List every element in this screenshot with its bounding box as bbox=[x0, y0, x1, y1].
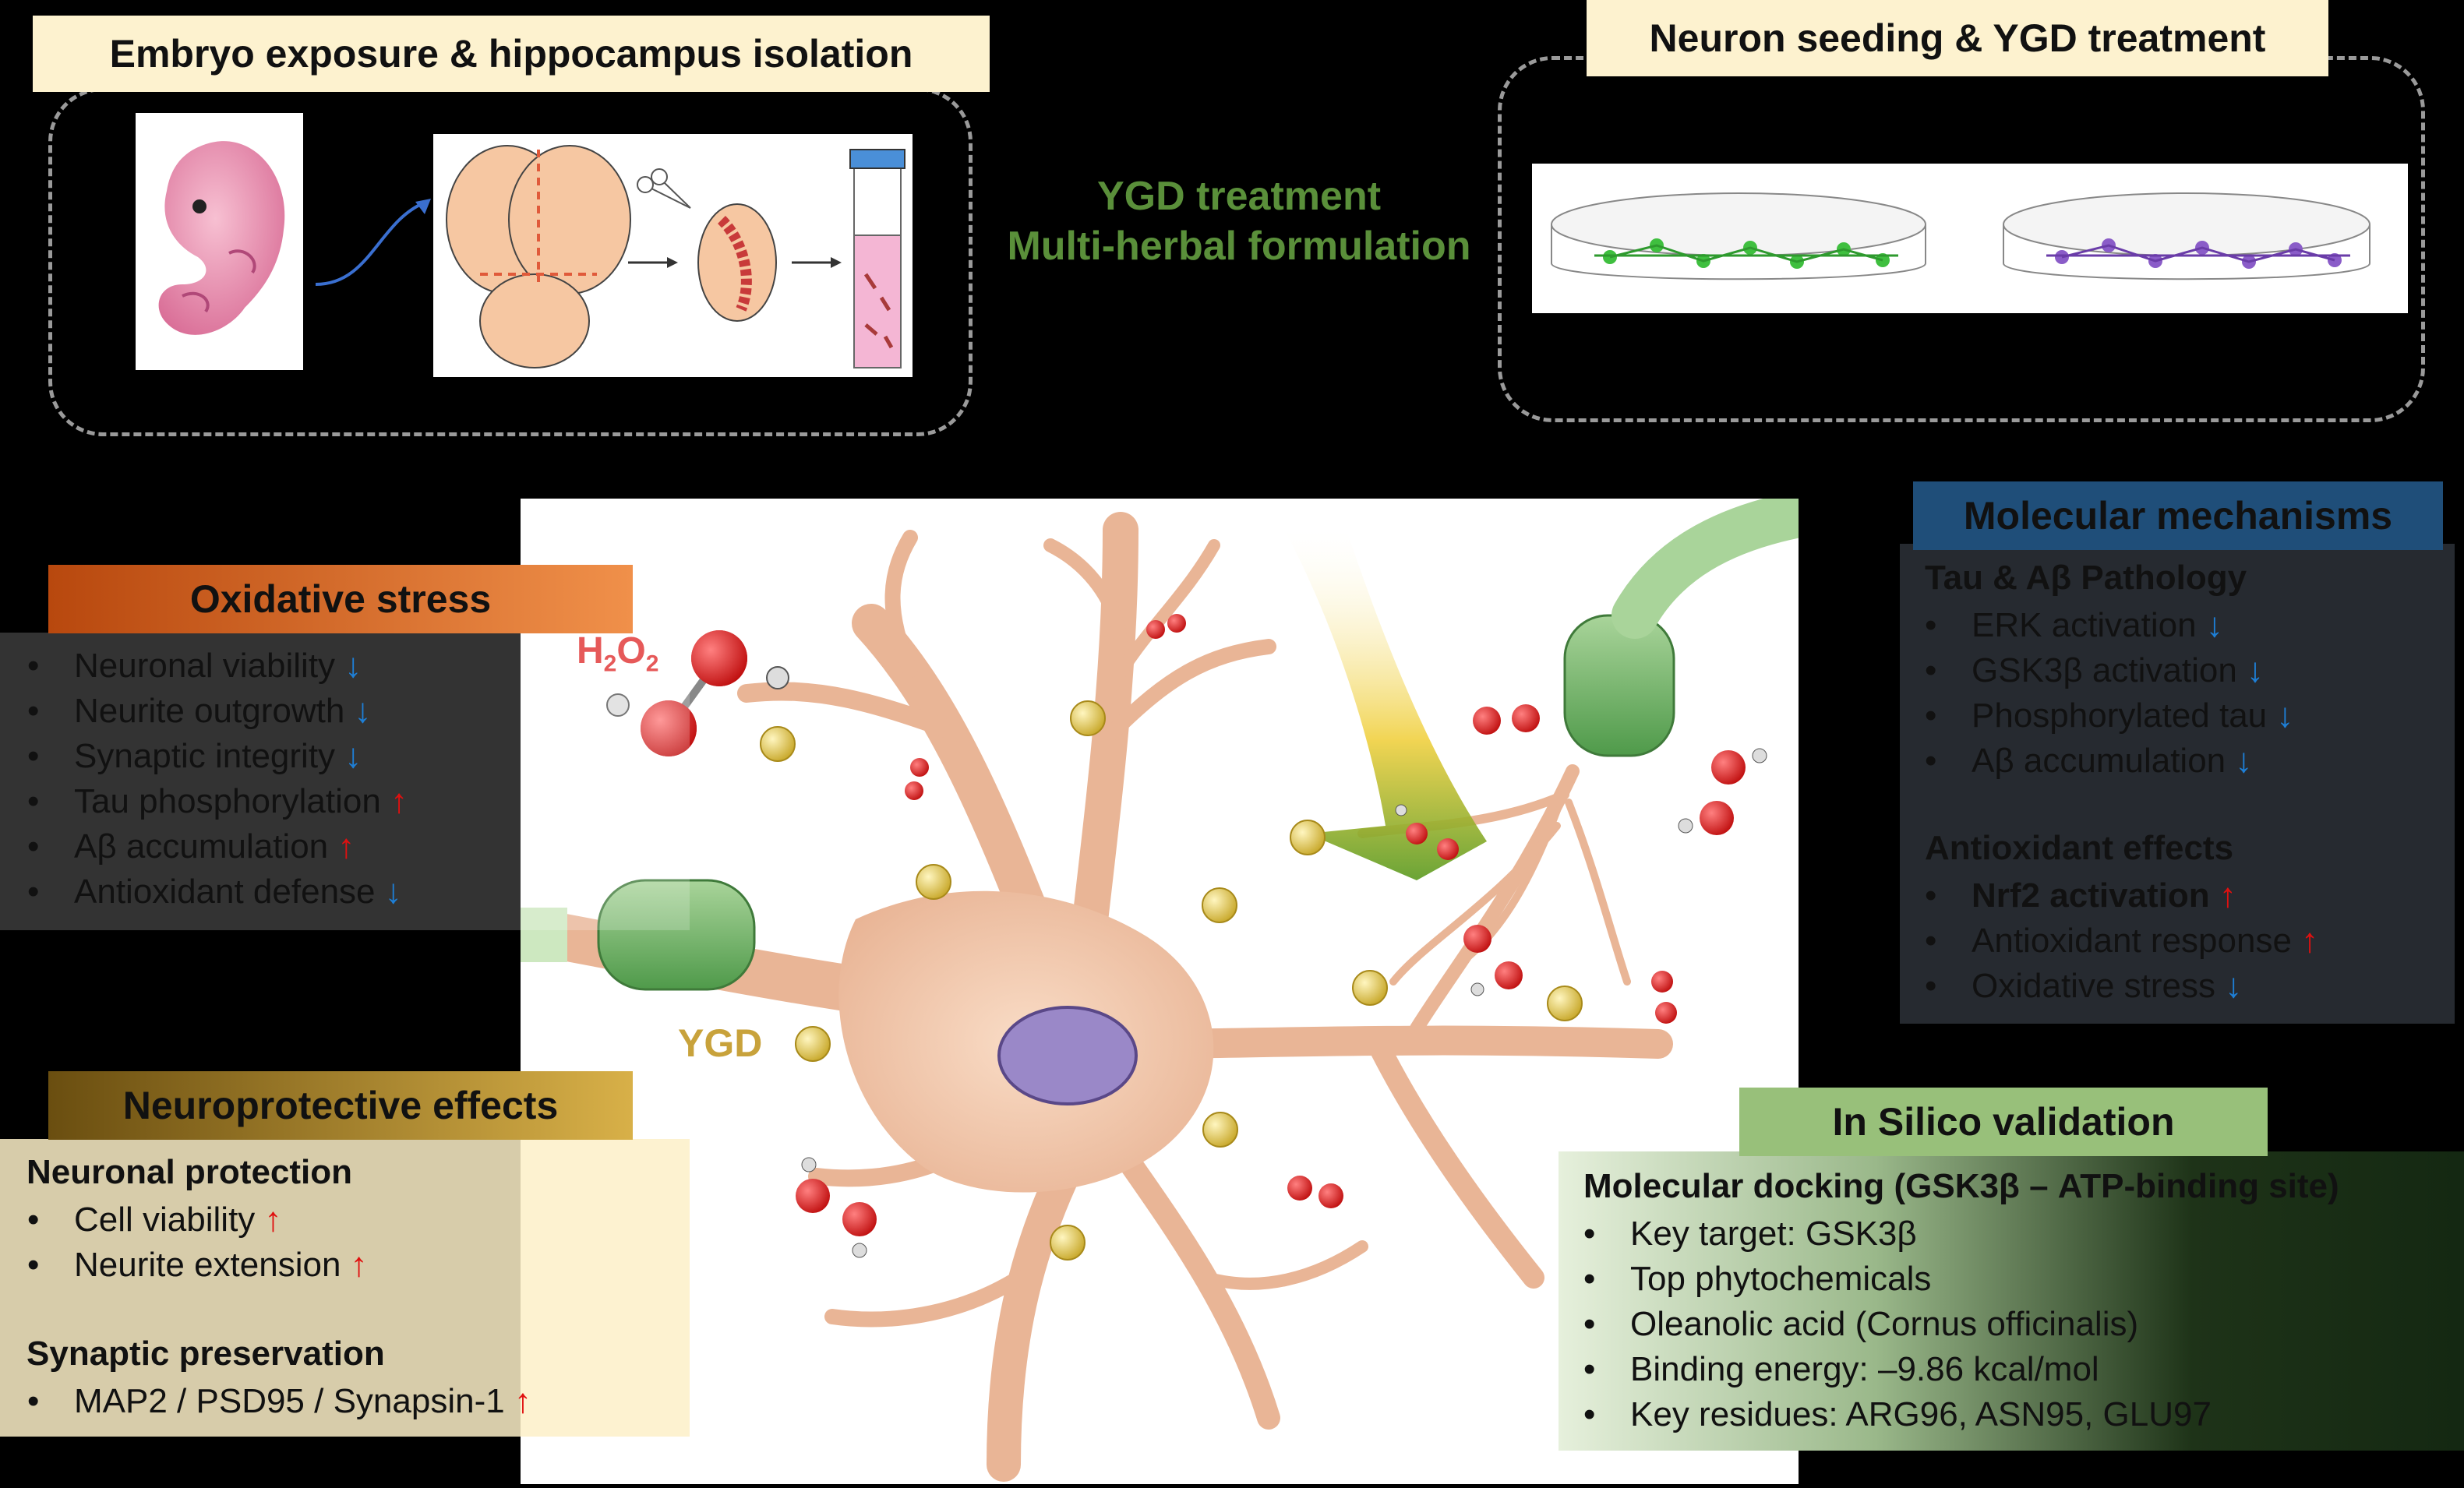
list-item: Antioxidant defense ↓ bbox=[27, 869, 408, 915]
antioxidant-effects-list: Nrf2 activation ↑ Antioxidant response ↑… bbox=[1925, 873, 2318, 1009]
tau-pathology-list: ERK activation ↓ GSK3β activation ↓ Phos… bbox=[1925, 603, 2293, 784]
synaptic-preservation-heading: Synaptic preservation bbox=[26, 1335, 385, 1373]
synaptic-preservation-list: MAP2 / PSD95 / Synapsin-1 ↑ bbox=[27, 1379, 531, 1424]
h2o2-sub2: 2 bbox=[645, 651, 659, 677]
list-item: MAP2 / PSD95 / Synapsin-1 ↑ bbox=[27, 1379, 531, 1424]
h2o2-label: H2O2 bbox=[577, 629, 658, 678]
list-item: Nrf2 activation ↑ bbox=[1925, 873, 2318, 919]
neuron-illustration-panel bbox=[521, 491, 1822, 1484]
h2o2-o: O bbox=[616, 630, 646, 672]
list-item: Key residues: ARG96, ASN95, GLU97 bbox=[1583, 1392, 2212, 1437]
h2o2-sub1: 2 bbox=[603, 651, 617, 677]
neuroprotective-title: Neuroprotective effects bbox=[48, 1071, 633, 1140]
list-item: Neuronal viability ↓ bbox=[27, 644, 408, 689]
list-item: Binding energy: –9.86 kcal/mol bbox=[1583, 1347, 2212, 1392]
list-item: Tau phosphorylation ↑ bbox=[27, 779, 408, 824]
list-item: Neurite outgrowth ↓ bbox=[27, 689, 408, 734]
list-item: Oxidative stress ↓ bbox=[1925, 964, 2318, 1009]
tau-pathology-heading: Tau & Aβ Pathology bbox=[1925, 559, 2247, 597]
docking-list: Key target: GSK3β Top phytochemicals Ole… bbox=[1583, 1211, 2212, 1437]
hippocampus-dissection-image bbox=[433, 134, 913, 377]
list-item: Cell viability ↑ bbox=[27, 1197, 368, 1243]
oxidative-title: Oxidative stress bbox=[48, 565, 633, 633]
neuronal-protection-heading: Neuronal protection bbox=[26, 1153, 353, 1191]
antioxidant-effects-heading: Antioxidant effects bbox=[1925, 829, 2234, 867]
embryo-image bbox=[136, 113, 303, 370]
list-item: Antioxidant response ↑ bbox=[1925, 919, 2318, 964]
docking-heading: Molecular docking (GSK3β – ATP-binding s… bbox=[1583, 1167, 2339, 1205]
oxidative-list: Neuronal viability ↓ Neurite outgrowth ↓… bbox=[27, 644, 408, 915]
molecular-title: Molecular mechanisms bbox=[1913, 481, 2443, 550]
list-item: Aβ accumulation ↑ bbox=[27, 824, 408, 869]
ygd-treatment-line1: YGD treatment bbox=[1096, 174, 1382, 219]
list-item: Synaptic integrity ↓ bbox=[27, 734, 408, 779]
neuronal-protection-list: Cell viability ↑ Neurite extension ↑ bbox=[27, 1197, 368, 1288]
ygd-particle-label: YGD bbox=[678, 1021, 763, 1065]
embryo-section-title: Embryo exposure & hippocampus isolation bbox=[33, 16, 990, 92]
list-item: Key target: GSK3β bbox=[1583, 1211, 2212, 1257]
silico-title: In Silico validation bbox=[1739, 1088, 2268, 1156]
h2o2-h: H bbox=[577, 630, 604, 672]
ygd-treatment-label: YGD treatment Multi-herbal formulation bbox=[974, 171, 1504, 271]
list-item: Oleanolic acid (Cornus officinalis) bbox=[1583, 1302, 2212, 1347]
culture-dishes-image bbox=[1532, 164, 2408, 313]
list-item: GSK3β activation ↓ bbox=[1925, 648, 2293, 693]
list-item: Aβ accumulation ↓ bbox=[1925, 739, 2293, 784]
list-item: Neurite extension ↑ bbox=[27, 1243, 368, 1288]
list-item: Top phytochemicals bbox=[1583, 1257, 2212, 1302]
embryo-to-brain-arrow bbox=[315, 199, 431, 286]
ygd-treatment-line2: Multi-herbal formulation bbox=[1007, 224, 1471, 269]
list-item: ERK activation ↓ bbox=[1925, 603, 2293, 648]
seeding-section-title: Neuron seeding & YGD treatment bbox=[1587, 0, 2328, 76]
list-item: Phosphorylated tau ↓ bbox=[1925, 693, 2293, 739]
